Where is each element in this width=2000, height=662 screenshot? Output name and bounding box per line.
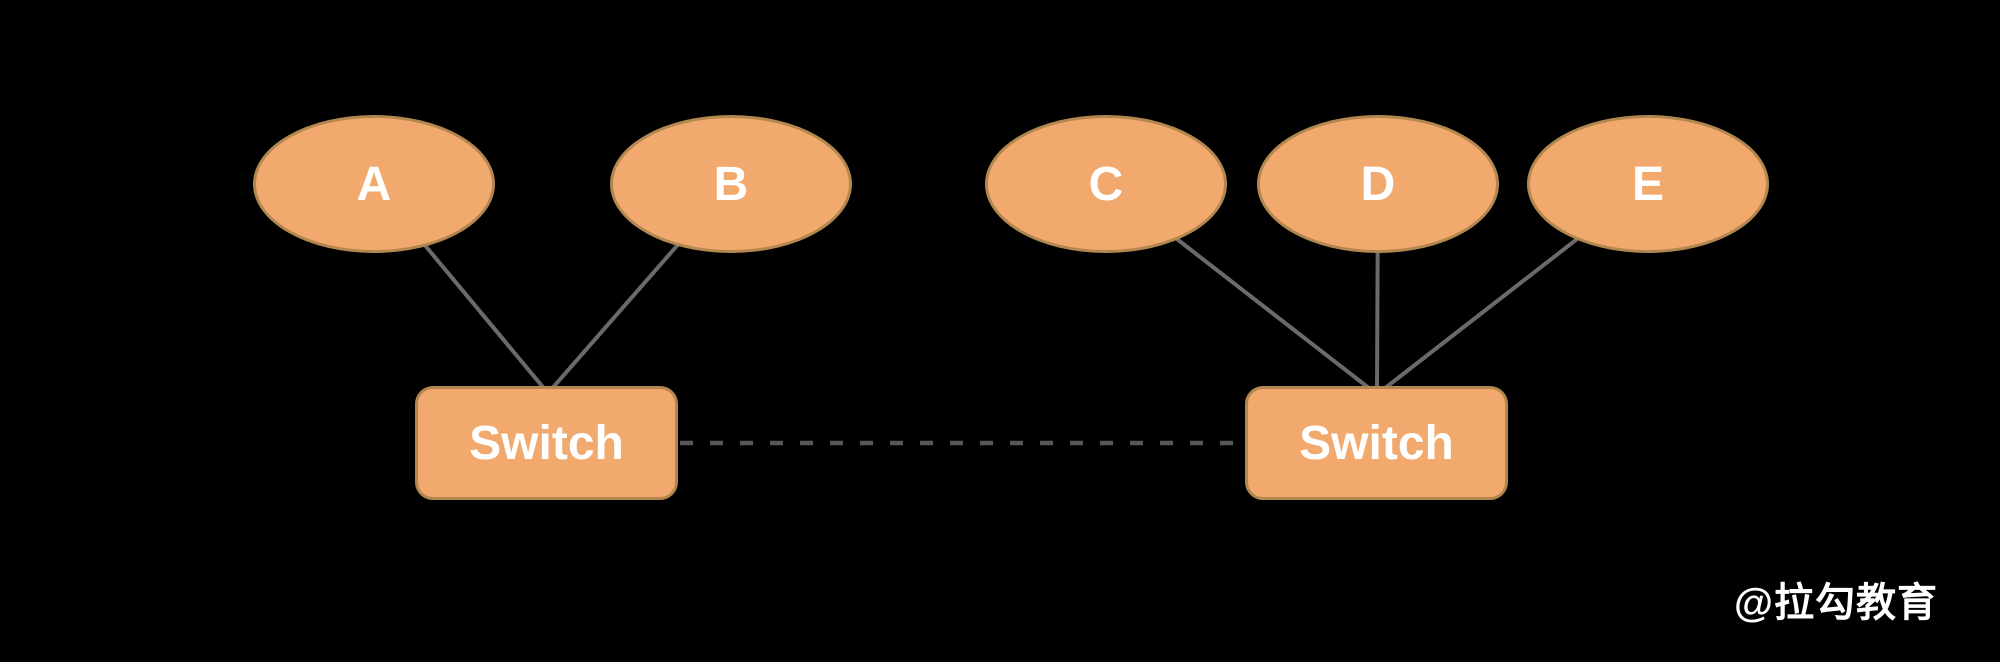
node-host-a-label: A <box>356 157 392 211</box>
node-host-e-label: E <box>1631 157 1664 211</box>
node-host-e: E <box>1527 115 1769 253</box>
watermark: @拉勾教育 <box>1733 581 1938 625</box>
node-host-d: D <box>1257 115 1499 253</box>
node-switch-right: Switch <box>1245 386 1508 500</box>
node-switch-left: Switch <box>415 386 678 500</box>
node-host-b: B <box>610 115 852 253</box>
node-switch-left-label: Switch <box>469 416 624 470</box>
node-host-c: C <box>985 115 1227 253</box>
node-host-a: A <box>253 115 495 253</box>
node-host-d-label: D <box>1360 157 1396 211</box>
node-host-c-label: C <box>1088 157 1124 211</box>
node-switch-right-label: Switch <box>1299 416 1454 470</box>
node-host-b-label: B <box>713 157 749 211</box>
